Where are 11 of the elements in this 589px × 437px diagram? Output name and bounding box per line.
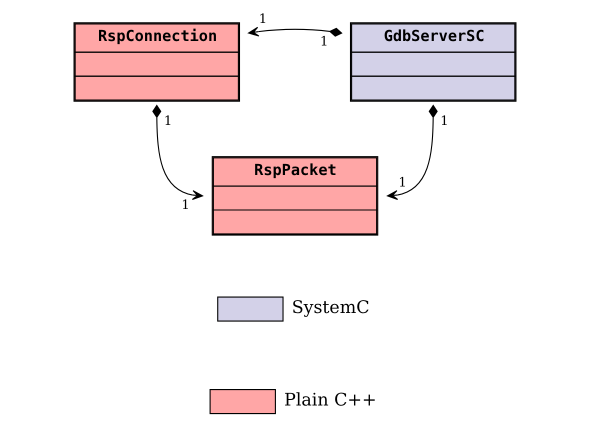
legend-label: SystemC [291, 298, 370, 318]
label: 1 [180, 198, 190, 214]
label: 1 [258, 12, 267, 28]
arrow [248, 26, 342, 37]
legend-label: Plain C++ [284, 390, 376, 411]
label: 1 [398, 176, 406, 191]
label: 1 [440, 114, 448, 130]
arrow [386, 104, 438, 200]
label: 1 [163, 114, 172, 129]
label: 1 [320, 34, 328, 50]
arrow [152, 104, 203, 200]
